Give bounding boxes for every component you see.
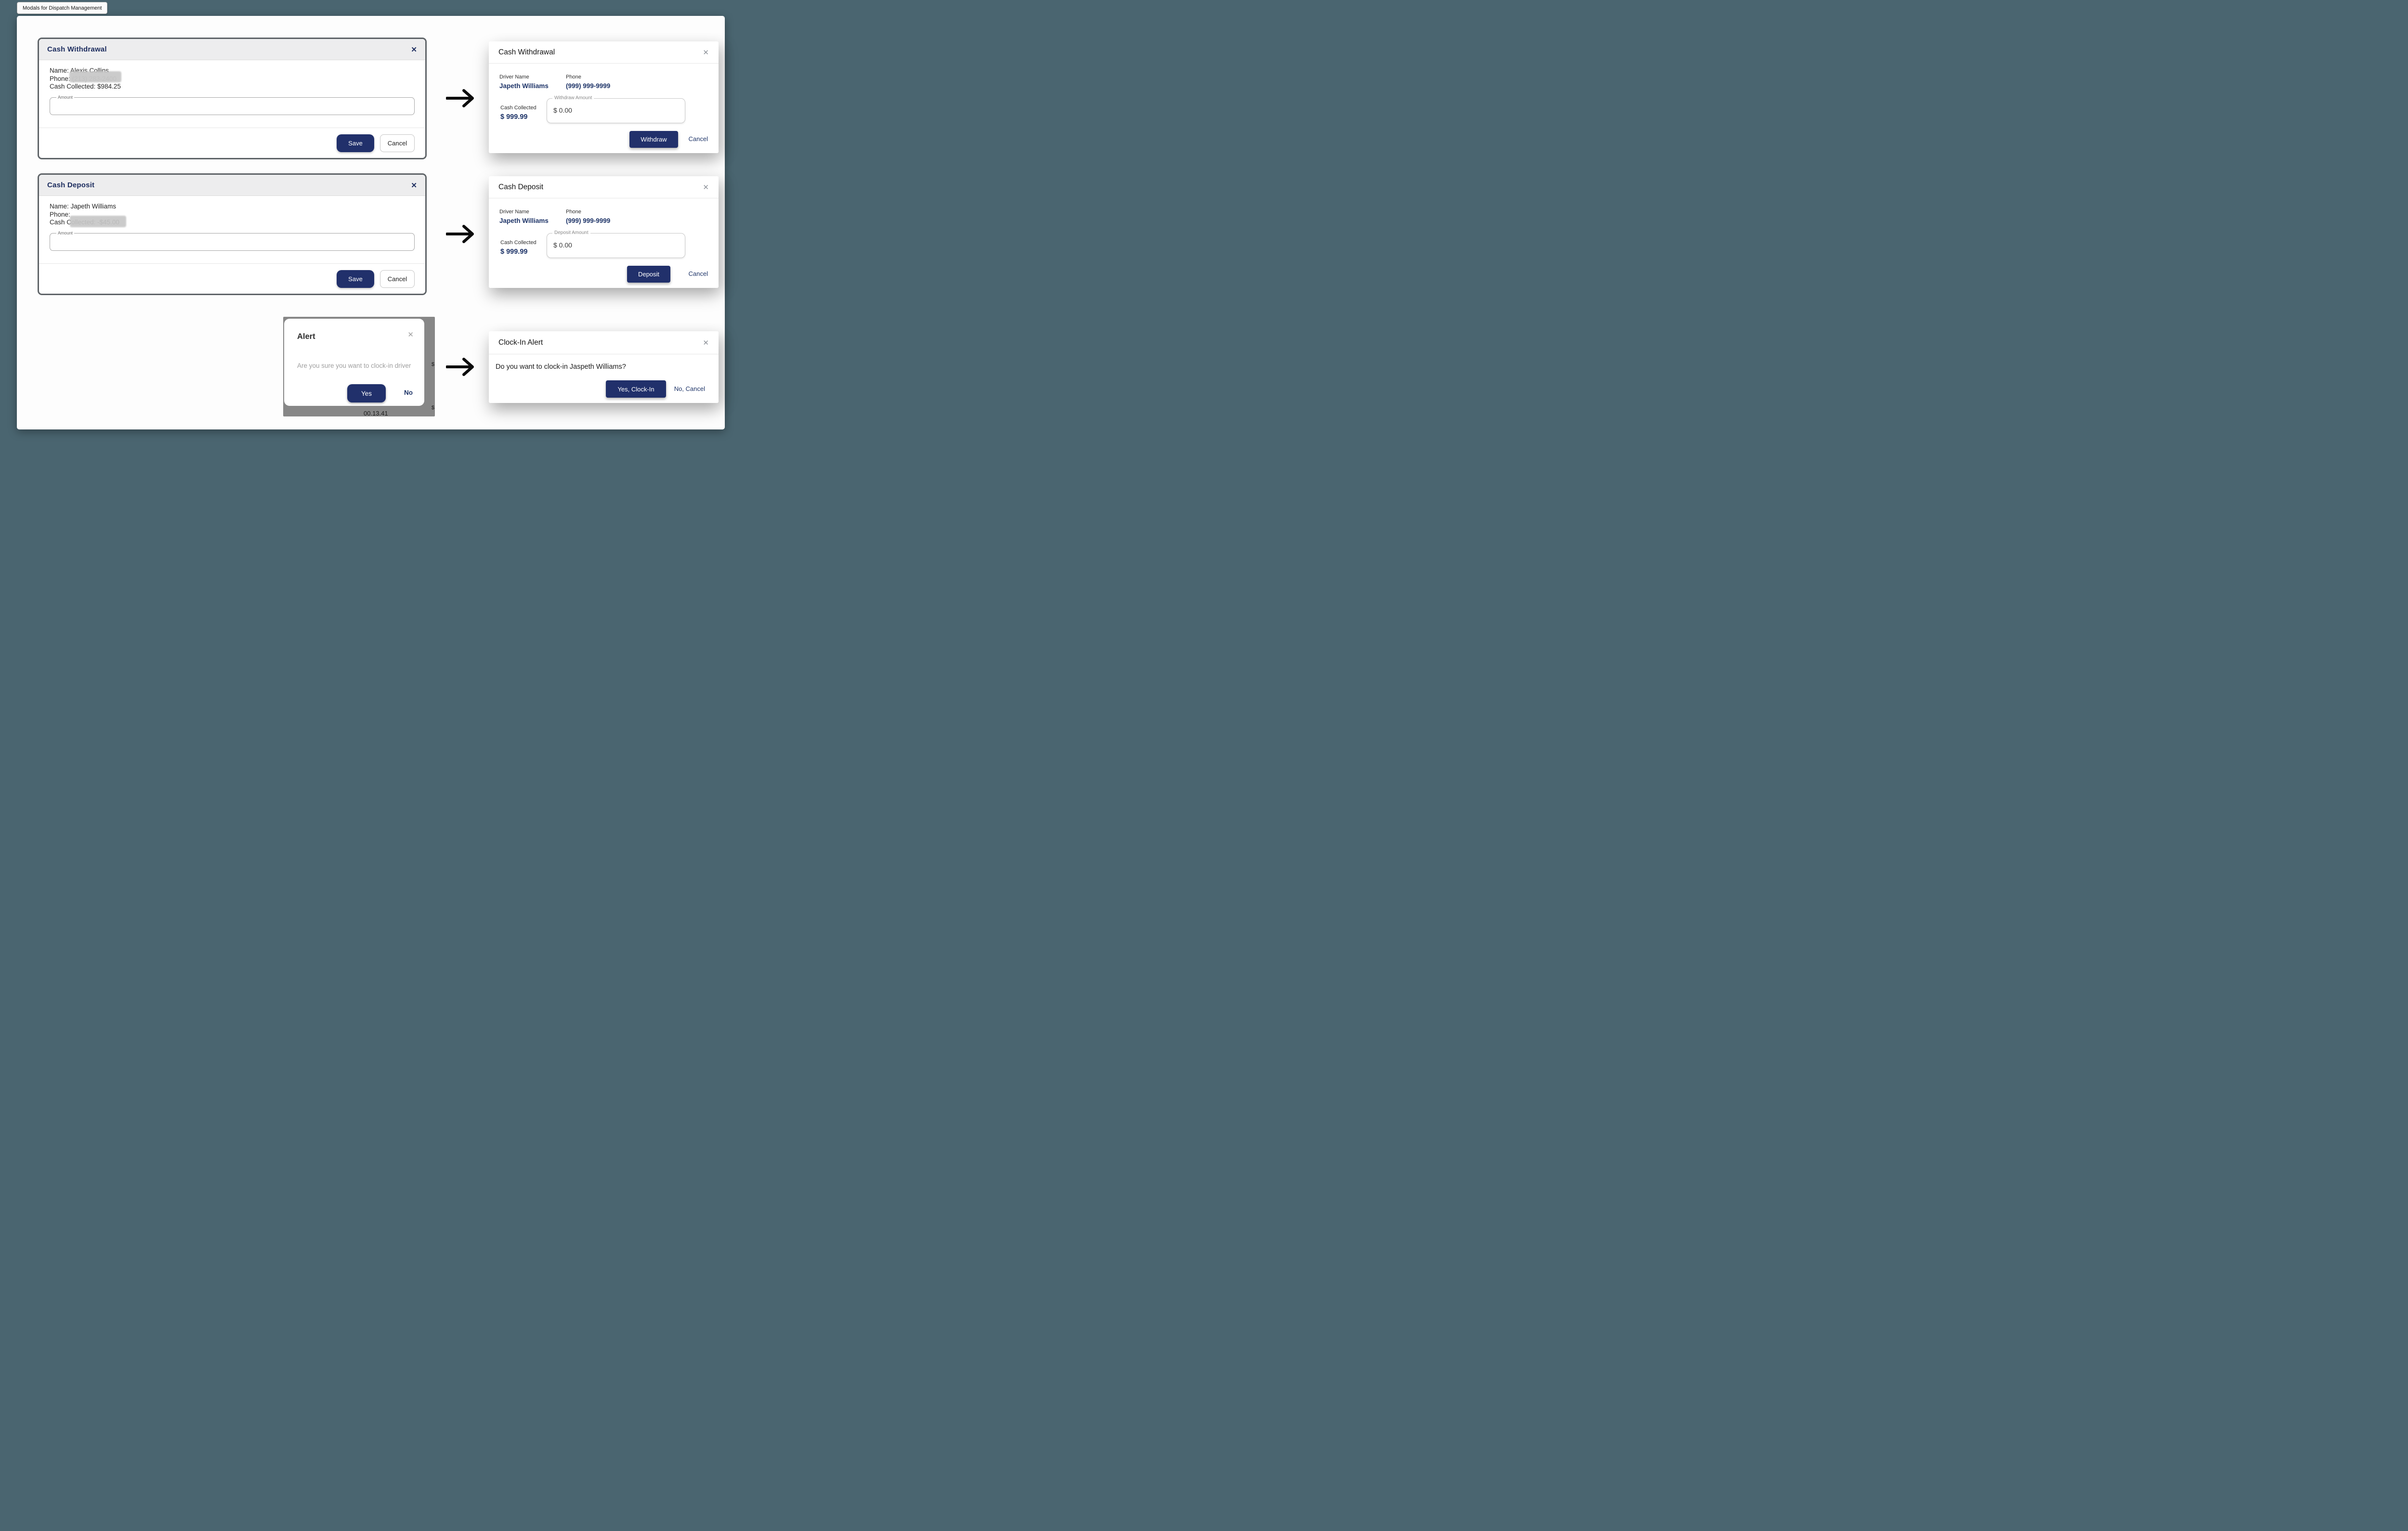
driver-name-line: Name: Japeth Williams (50, 203, 117, 210)
yes-clock-in-button[interactable]: Yes, Clock-In (606, 380, 666, 398)
redaction-blur (69, 71, 121, 82)
old-alert-modal: Alert ✕ Are you sure you want to clock-i… (284, 319, 424, 406)
amount-field-label: Withdraw Amount (552, 95, 594, 101)
cash-collected-label: Cash Collected (500, 240, 537, 246)
withdraw-amount-input[interactable]: Withdraw Amount $ 0.00 (547, 95, 685, 123)
close-icon[interactable]: ✕ (407, 331, 414, 339)
save-button[interactable]: Save (337, 134, 374, 152)
amount-field-label: Amount (56, 231, 75, 235)
phone-label: Phone (566, 74, 581, 80)
cancel-button[interactable]: Cancel (688, 135, 708, 143)
modal-header: Cash Withdrawal ✕ (39, 39, 425, 60)
close-icon[interactable]: ✕ (703, 183, 709, 192)
new-clock-in-alert-modal: Clock-In Alert ✕ Do you want to clock-in… (489, 331, 719, 403)
modal-title: Clock-In Alert (498, 338, 543, 347)
deposit-button[interactable]: Deposit (627, 266, 670, 283)
cash-collected-value: $ 999.99 (500, 248, 528, 256)
old-cash-deposit-modal: Cash Deposit ✕ Name: Japeth Williams Pho… (38, 173, 427, 295)
modal-title: Cash Withdrawal (498, 48, 555, 56)
cash-collected-value: $ 999.99 (500, 113, 528, 121)
modal-header: Cash Withdrawal ✕ (489, 41, 719, 64)
cancel-button[interactable]: Cancel (380, 134, 415, 152)
driver-name-label: Driver Name (499, 209, 529, 215)
close-icon[interactable]: ✕ (411, 181, 417, 190)
page-title: Modals for Dispatch Management (17, 2, 108, 14)
old-clock-in-alert-backdrop: 00.13.41 $ $ Alert ✕ Are you sure you wa… (283, 317, 435, 416)
cancel-button[interactable]: Cancel (688, 270, 708, 277)
cash-collected-line: Cash Collected: $984.25 (50, 83, 121, 90)
no-cancel-button[interactable]: No, Cancel (674, 385, 705, 392)
close-icon[interactable]: ✕ (703, 48, 709, 57)
driver-name-value: Japeth Williams (499, 217, 549, 224)
no-button[interactable]: No (404, 389, 413, 396)
right-arrow-icon (446, 89, 474, 107)
footer-divider (39, 263, 425, 264)
driver-name-label: Driver Name (499, 74, 529, 80)
amount-input[interactable]: Amount (50, 95, 415, 115)
phone-value: (999) 999-9999 (566, 217, 611, 224)
alert-message: Do you want to clock-in Jaspeth Williams… (496, 363, 626, 371)
modal-title: Cash Deposit (47, 181, 95, 189)
background-dollar-fragment: $ (431, 405, 434, 411)
modal-header: Cash Deposit ✕ (39, 175, 425, 196)
driver-phone-line: Phone: (50, 210, 70, 218)
amount-field-value: $ 0.00 (553, 241, 572, 249)
amount-field-label: Amount (56, 95, 75, 100)
amount-field-label: Deposit Amount (552, 230, 590, 235)
new-cash-deposit-modal: Cash Deposit ✕ Driver Name Phone Japeth … (489, 176, 719, 288)
yes-button[interactable]: Yes (347, 384, 386, 402)
alert-message: Are you sure you want to clock-in driver (297, 362, 411, 369)
modal-header: Clock-In Alert ✕ (489, 331, 719, 354)
right-arrow-icon (446, 358, 474, 376)
save-button[interactable]: Save (337, 270, 374, 288)
modal-title: Alert (297, 332, 315, 341)
old-cash-withdrawal-modal: Cash Withdrawal ✕ Name: Alexis Collins P… (38, 38, 427, 159)
modal-title: Cash Deposit (498, 182, 544, 191)
amount-field-value: $ 0.00 (553, 106, 572, 114)
background-timer-fragment: 00.13.41 (364, 410, 388, 416)
close-icon[interactable]: ✕ (411, 45, 417, 54)
redaction-blur (70, 216, 126, 227)
withdraw-button[interactable]: Withdraw (629, 131, 678, 148)
cancel-button[interactable]: Cancel (380, 270, 415, 288)
amount-input[interactable]: Amount (50, 231, 415, 251)
background-dollar-fragment: $ (431, 362, 434, 367)
deposit-amount-input[interactable]: Deposit Amount $ 0.00 (547, 230, 685, 258)
phone-value: (999) 999-9999 (566, 82, 611, 90)
right-arrow-icon (446, 225, 474, 243)
cash-collected-label: Cash Collected (500, 105, 537, 111)
driver-name-value: Japeth Williams (499, 82, 549, 90)
modal-header: Cash Deposit ✕ (489, 176, 719, 198)
close-icon[interactable]: ✕ (703, 338, 709, 347)
phone-label: Phone (566, 209, 581, 215)
new-cash-withdrawal-modal: Cash Withdrawal ✕ Driver Name Phone Jape… (489, 41, 719, 153)
modal-title: Cash Withdrawal (47, 45, 107, 53)
